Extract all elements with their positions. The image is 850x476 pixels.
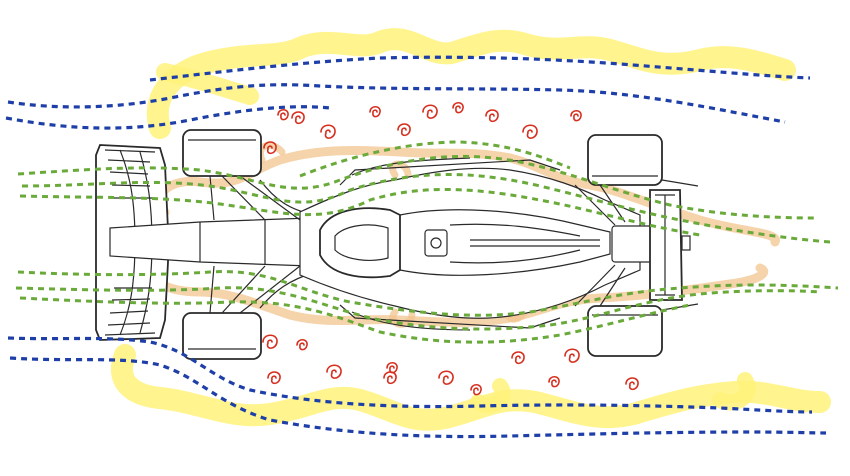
turbulence-swirl — [397, 123, 411, 137]
turbulence-swirl — [564, 348, 580, 363]
turbulence-swirl — [326, 364, 342, 379]
turbulence-swirl — [470, 383, 482, 396]
outer-flow-highlight-bottom — [110, 344, 831, 431]
turbulence-swirl — [522, 124, 538, 139]
clean-air-flow-lines — [5, 55, 827, 439]
turbulence-swirl — [263, 141, 277, 155]
turbulence-swirl — [296, 338, 308, 351]
turbulence-swirl — [625, 377, 639, 391]
turbulence-swirl — [383, 371, 397, 385]
turbulence-swirl — [511, 351, 525, 365]
turbulence-swirl — [452, 101, 464, 114]
turbulence-swirl — [262, 334, 278, 349]
turbulence-swirl — [438, 370, 454, 385]
turbulence-swirl — [291, 111, 305, 125]
outer-flow-highlight-top — [146, 28, 796, 139]
turbulence-swirl — [485, 109, 499, 123]
turbulence-swirls — [262, 101, 639, 396]
turbulence-swirl — [548, 375, 560, 388]
turbulence-swirl — [277, 108, 289, 121]
attached-flow-lines — [15, 140, 839, 344]
turbulence-swirl — [570, 109, 582, 122]
turbulence-swirl — [369, 105, 381, 118]
turbulence-swirl — [320, 124, 336, 139]
turbulence-swirl — [422, 104, 438, 119]
turbulence-swirl — [267, 371, 281, 385]
turbulence-swirl — [386, 361, 398, 374]
